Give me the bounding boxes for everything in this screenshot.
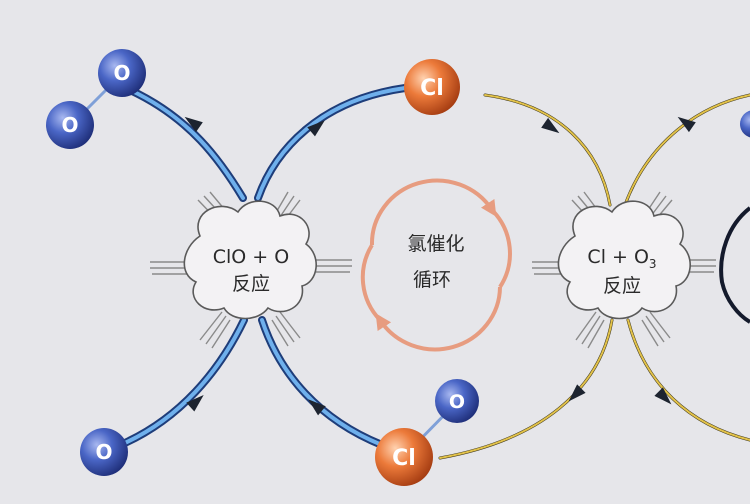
blue-reaction-paths <box>114 84 409 450</box>
cycle-label-line1: 氯催化 <box>407 233 464 255</box>
left-reaction-label: 反应 <box>232 273 270 295</box>
left-reaction-formula: ClO + O <box>213 246 289 268</box>
cycle-label-line2: 循环 <box>413 269 451 291</box>
oxygen-atom <box>98 49 146 97</box>
arrowhead-to-cl <box>307 120 325 137</box>
left-reaction-cloud <box>183 200 317 320</box>
o2-molecule-top: O O <box>46 49 146 149</box>
chlorine-atom <box>404 59 460 115</box>
oxygen-atom <box>435 379 479 423</box>
oxygen-atom-free: O <box>80 428 128 476</box>
oxygen-atom <box>80 428 128 476</box>
cycle-arrow-lower <box>375 286 502 352</box>
chlorine-atom <box>375 428 433 486</box>
svg-text:O: O <box>61 113 78 137</box>
arrowhead-to-o2 <box>184 116 203 133</box>
chlorine-atom-top: Cl <box>404 59 460 115</box>
partial-atom <box>740 110 750 138</box>
oxygen-atom <box>46 101 94 149</box>
arrowhead-gold-bottom-right <box>654 387 672 405</box>
subscript-3: 3 <box>649 257 657 271</box>
arrowhead-from-o <box>186 394 204 412</box>
svg-text:Cl: Cl <box>392 446 416 471</box>
right-reaction-label: 反应 <box>603 275 641 297</box>
arrowhead-from-clo <box>308 399 326 416</box>
partial-dark-ring <box>719 206 750 324</box>
right-reaction-formula: Cl + O3 <box>587 246 656 271</box>
arrowhead-gold-top-left <box>541 117 560 134</box>
arrowhead-gold-top-right <box>677 116 696 133</box>
svg-text:O: O <box>113 61 130 85</box>
cycle-arrow-upper <box>369 178 497 246</box>
arrowhead-gold-bottom-left <box>568 384 586 402</box>
left-reaction-burst: ClO + O 反应 <box>150 191 352 349</box>
svg-text:O: O <box>449 391 465 413</box>
path-arrowheads <box>184 116 696 416</box>
catalytic-cycle: 氯催化 循环 <box>360 178 512 352</box>
right-reaction-burst: Cl + O3 反应 <box>532 191 716 349</box>
clo-molecule-bottom: O Cl <box>375 379 479 486</box>
right-reaction-cloud <box>557 200 691 320</box>
right-edge-partial <box>719 110 750 324</box>
svg-text:Cl: Cl <box>420 76 444 101</box>
gold-reaction-paths <box>438 93 750 460</box>
svg-text:O: O <box>95 440 112 464</box>
